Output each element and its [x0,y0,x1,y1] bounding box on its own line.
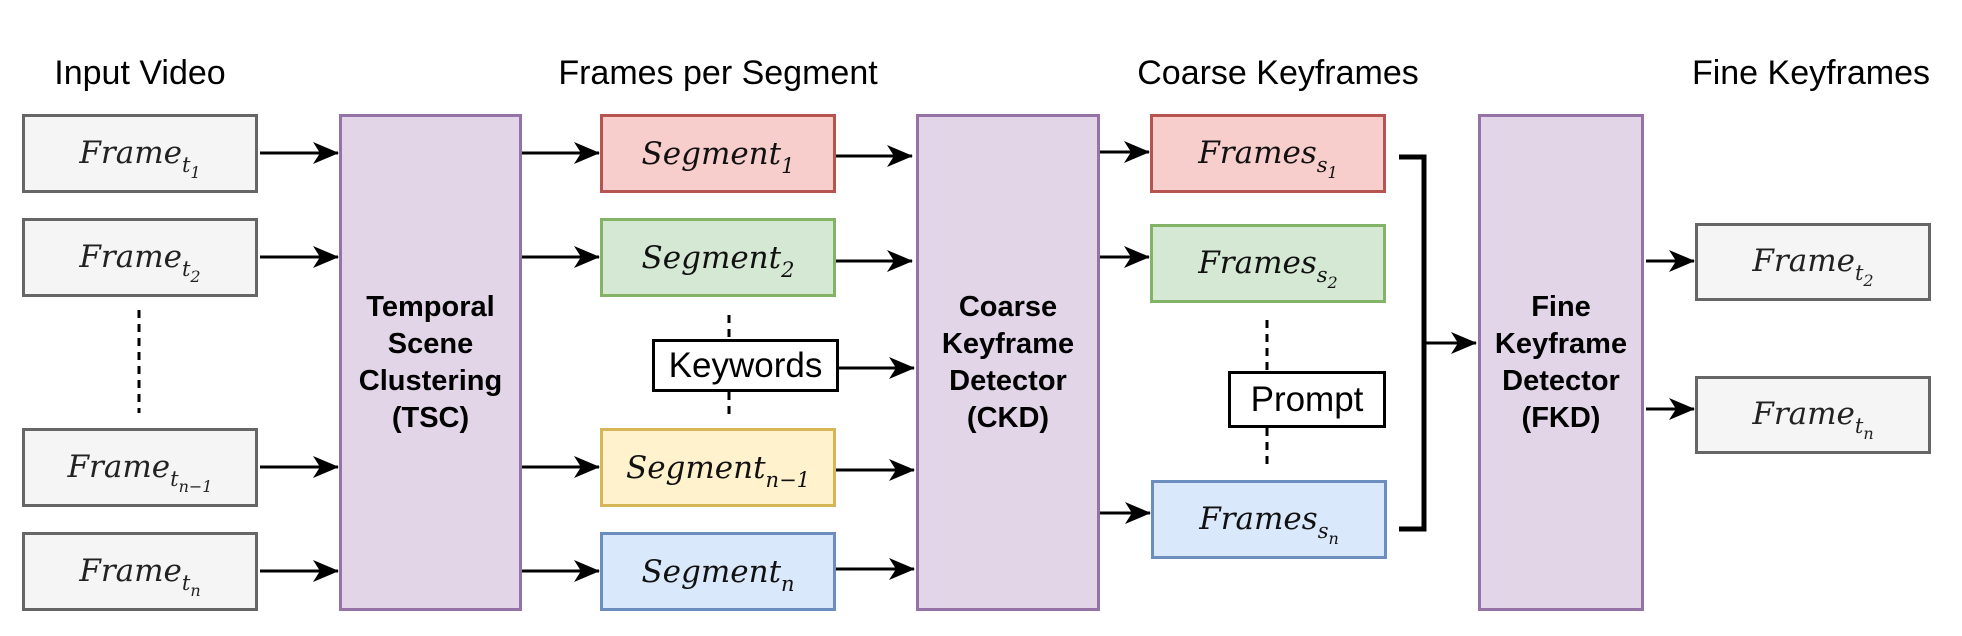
column-title-fine-keyframes: Fine Keyframes [1691,54,1931,92]
fine-keyframe-label: Framet2 [1752,243,1874,290]
keywords-box: Keywords [652,339,839,392]
segment-box: Segmentn [600,532,836,611]
segment-label: Segmentn−1 [625,449,811,492]
input-frame-label: Frametn [79,552,201,600]
coarse-keyframe-box: Framess1 [1150,114,1386,193]
coarse-keyframe-box: Framessn [1151,480,1387,559]
keywords-label: Keywords [668,345,823,385]
coarse-keyframe-label: Framessn [1199,500,1339,548]
input-frame-label: Framet1 [79,134,201,182]
input-frame-box: Framet1 [22,114,258,193]
prompt-label: Prompt [1250,379,1364,419]
input-frame-box: Framet2 [22,218,258,297]
fine-keyframe-box: Framet2 [1695,223,1931,301]
input-frame-box: Frametn−1 [22,428,258,507]
segment-label: Segment2 [641,239,795,282]
segment-box: Segment2 [600,218,836,297]
column-title-input-video: Input Video [54,54,226,92]
prompt-box: Prompt [1228,371,1386,428]
column-title-coarse-keyframes: Coarse Keyframes [1137,54,1419,92]
fine-keyframe-label: Frametn [1752,396,1874,443]
coarse-keyframe-label: Framess2 [1198,244,1338,292]
column-title-frames-per-segment: Frames per Segment [558,54,878,92]
merge-bracket [1399,154,1427,532]
input-frame-label: Framet2 [79,238,201,286]
input-frame-box: Frametn [22,532,258,611]
segment-box: Segment1 [600,114,836,193]
coarse-keyframe-box: Framess2 [1150,224,1386,303]
fine-keyframe-box: Frametn [1695,376,1931,454]
input-frame-label: Frametn−1 [67,448,213,496]
segment-box: Segmentn−1 [600,428,836,507]
coarse-keyframe-label: Framess1 [1198,134,1338,182]
segment-label: Segmentn [641,553,795,596]
segment-label: Segment1 [641,135,795,178]
